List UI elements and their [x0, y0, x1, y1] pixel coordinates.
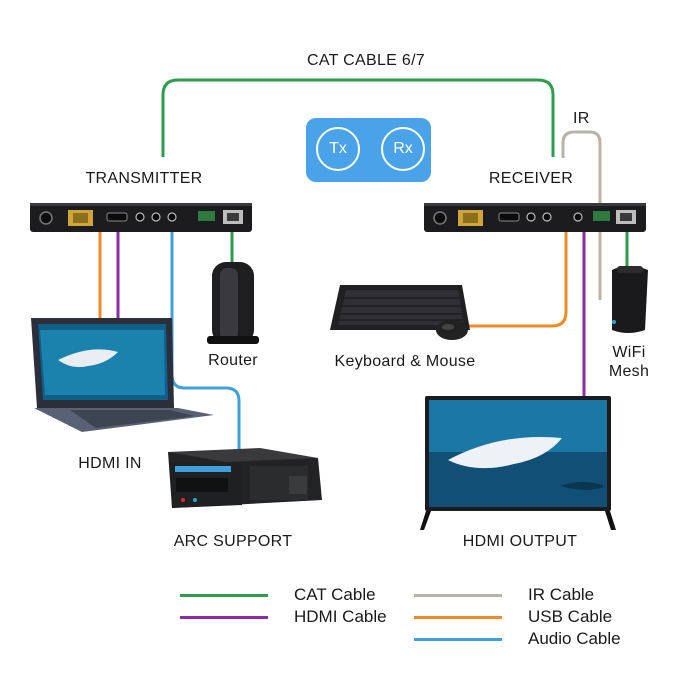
tv-icon: [420, 396, 616, 530]
legend-label-usb: USB Cable: [528, 607, 613, 626]
tx-text: Tx: [329, 140, 347, 157]
wifi-label: WiFi: [612, 344, 646, 361]
legend-label-hdmi: HDMI Cable: [294, 607, 387, 626]
ir-cable: [561, 130, 602, 300]
av-receiver-icon: [168, 448, 322, 508]
wifi-mesh-icon: [612, 266, 648, 333]
keyboard-icon: [330, 285, 470, 330]
transmitter-box-icon: [30, 203, 252, 232]
router-icon: [207, 262, 259, 344]
legend-swatch-cat: [180, 593, 268, 597]
arc-support-label: ARC SUPPORT: [173, 533, 293, 550]
ir-label: IR: [573, 110, 590, 127]
keyboard-mouse-label: Keyboard & Mouse: [334, 353, 476, 370]
mouse-icon: [436, 320, 468, 340]
router-label: Router: [208, 352, 258, 369]
transmitter-label: TRANSMITTER: [85, 170, 203, 187]
hdmi-in-label: HDMI IN: [78, 455, 142, 472]
receiver-label: RECEIVER: [488, 170, 574, 187]
rx-circle: Rx: [381, 127, 425, 171]
legend-label-audio: Audio Cable: [528, 629, 621, 648]
receiver-box-icon: [424, 203, 646, 232]
tx-circle: Tx: [316, 127, 360, 171]
legend-item-audio: Audio Cable: [414, 628, 621, 650]
tx-rx-badge: Tx Rx: [306, 118, 431, 182]
rx-text: Rx: [393, 140, 413, 157]
cat-cable-title: CAT CABLE 6/7: [306, 52, 426, 69]
legend-item-usb: USB Cable: [414, 606, 612, 628]
cat-cable-link: [161, 78, 555, 157]
legend-swatch-usb: [414, 615, 502, 619]
legend-swatch-ir: [414, 593, 502, 597]
legend-swatch-hdmi: [180, 615, 268, 619]
legend-label-ir: IR Cable: [528, 585, 595, 604]
laptop-icon: [31, 318, 214, 432]
mesh-label: Mesh: [608, 363, 650, 380]
rx-usb-cable: [468, 232, 568, 328]
legend-swatch-audio: [414, 637, 502, 641]
hdmi-output-label: HDMI OUTPUT: [462, 533, 578, 550]
legend-label-cat: CAT Cable: [294, 585, 376, 604]
legend-item-cat: CAT Cable: [180, 584, 376, 606]
legend-item-ir: IR Cable: [414, 584, 594, 606]
legend-item-hdmi: HDMI Cable: [180, 606, 387, 628]
